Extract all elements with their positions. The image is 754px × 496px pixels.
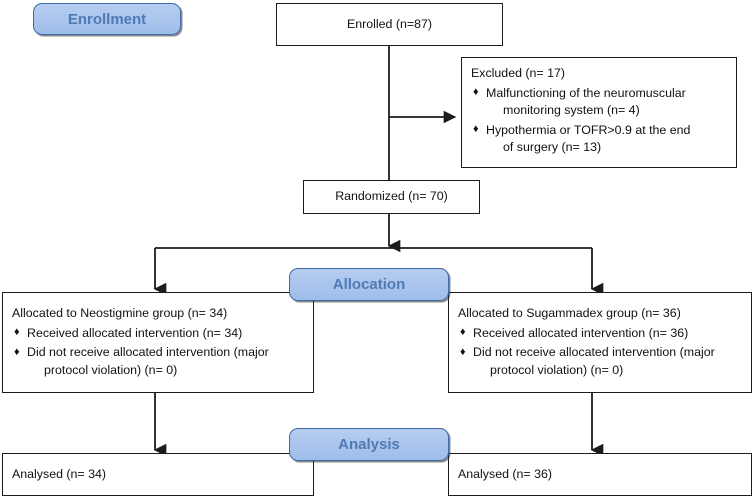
node-allocated-sugammadex: Allocated to Sugammadex group (n= 36) ♦ …	[448, 292, 752, 393]
node-enrolled: Enrolled (n=87)	[276, 3, 503, 46]
list-item: ♦ Did not receive allocated intervention…	[12, 344, 304, 379]
node-allocated-neostigmine-bullet-list: ♦ Received allocated intervention (n= 34…	[12, 325, 304, 380]
node-excluded: Excluded (n= 17) ♦ Malfunctioning of the…	[461, 57, 737, 168]
list-item: ♦ Did not receive allocated intervention…	[458, 344, 742, 379]
node-excluded-bullet-list: ♦ Malfunctioning of the neuromuscular mo…	[471, 85, 727, 157]
diamond-bullet-icon: ♦	[473, 86, 479, 99]
bullet-line-cont: protocol violation) (n= 0)	[490, 362, 624, 377]
diamond-bullet-icon: ♦	[460, 326, 466, 339]
list-item: ♦ Malfunctioning of the neuromuscular mo…	[471, 85, 727, 120]
bullet-line: Received allocated intervention (n= 36)	[473, 325, 689, 340]
node-excluded-title: Excluded (n= 17)	[471, 66, 566, 80]
node-analysed-neostigmine: Analysed (n= 34)	[2, 453, 314, 496]
node-analysed-neostigmine-title: Analysed (n= 34)	[12, 467, 107, 481]
phase-badge-allocation: Allocation	[289, 268, 449, 301]
bullet-line-cont: monitoring system (n= 4)	[503, 103, 640, 118]
bullet-line: Did not receive allocated intervention (…	[27, 345, 269, 360]
phase-badge-allocation-label: Allocation	[332, 276, 406, 293]
phase-badge-analysis-label: Analysis	[338, 436, 400, 453]
bullet-line-cont: of surgery (n= 13)	[503, 140, 602, 155]
diamond-bullet-icon: ♦	[14, 345, 20, 358]
node-analysed-sugammadex: Analysed (n= 36)	[448, 453, 752, 496]
bullet-line: Hypothermia or TOFR>0.9 at the end	[486, 122, 691, 137]
node-allocated-neostigmine: Allocated to Neostigmine group (n= 34) ♦…	[2, 292, 314, 393]
bullet-line: Malfunctioning of the neuromuscular	[486, 85, 686, 100]
node-enrolled-title: Enrolled (n=87)	[346, 16, 433, 31]
phase-badge-analysis: Analysis	[289, 428, 449, 461]
node-allocated-neostigmine-title: Allocated to Neostigmine group (n= 34)	[12, 306, 228, 320]
node-analysed-sugammadex-title: Analysed (n= 36)	[458, 467, 553, 481]
list-item: ♦ Hypothermia or TOFR>0.9 at the end of …	[471, 122, 727, 157]
node-randomized: Randomized (n= 70)	[303, 180, 480, 214]
diamond-bullet-icon: ♦	[460, 345, 466, 358]
list-item: ♦ Received allocated intervention (n= 34…	[12, 325, 304, 343]
phase-badge-enrollment: Enrollment	[33, 3, 181, 35]
bullet-line: Received allocated intervention (n= 34)	[27, 325, 243, 340]
node-allocated-sugammadex-bullet-list: ♦ Received allocated intervention (n= 36…	[458, 325, 742, 380]
phase-badge-enrollment-label: Enrollment	[67, 10, 147, 28]
node-randomized-title: Randomized (n= 70)	[335, 189, 448, 204]
bullet-line: Did not receive allocated intervention (…	[473, 345, 715, 360]
node-allocated-sugammadex-title: Allocated to Sugammadex group (n= 36)	[458, 306, 681, 320]
diamond-bullet-icon: ♦	[473, 123, 479, 136]
list-item: ♦ Received allocated intervention (n= 36…	[458, 325, 742, 343]
bullet-line-cont: protocol violation) (n= 0)	[44, 362, 178, 377]
diamond-bullet-icon: ♦	[14, 326, 20, 339]
